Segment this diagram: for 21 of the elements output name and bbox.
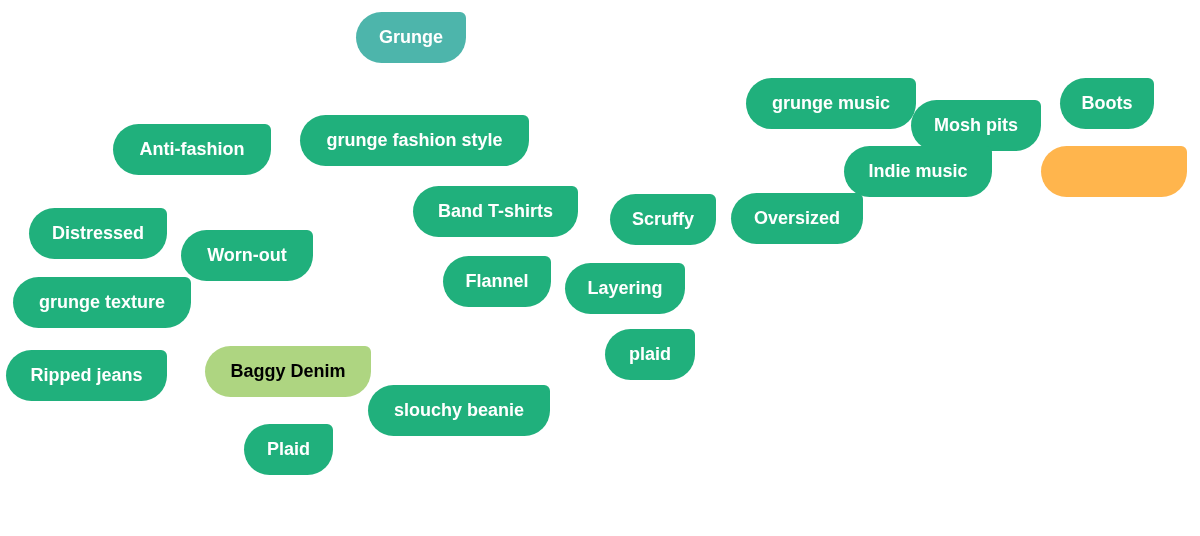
tag-pill: Boots xyxy=(1060,78,1154,129)
tag-pill: Oversized xyxy=(731,193,863,244)
tag-pill: Indie music xyxy=(844,146,992,197)
tag-pill: plaid xyxy=(605,329,695,380)
tag-pill: slouchy beanie xyxy=(368,385,550,436)
tag-pill: grunge fashion style xyxy=(300,115,529,166)
tag-pill: Grunge xyxy=(356,12,466,63)
tag-pill: grunge texture xyxy=(13,277,191,328)
tag-pill: Anti-fashion xyxy=(113,124,271,175)
tag-pill: Worn-out xyxy=(181,230,313,281)
tag-pill: Flannel xyxy=(443,256,551,307)
tag-pill: Baggy Denim xyxy=(205,346,371,397)
tag-pill: Layering xyxy=(565,263,685,314)
tag-pill: Ripped jeans xyxy=(6,350,167,401)
tag-pill: grunge music xyxy=(746,78,916,129)
tag-pill: Band T-shirts xyxy=(413,186,578,237)
tag-pill: Scruffy xyxy=(610,194,716,245)
tag-pill: Plaid xyxy=(244,424,333,475)
tag-pill: Mosh pits xyxy=(911,100,1041,151)
tag-pill xyxy=(1041,146,1187,197)
tag-pill: Distressed xyxy=(29,208,167,259)
